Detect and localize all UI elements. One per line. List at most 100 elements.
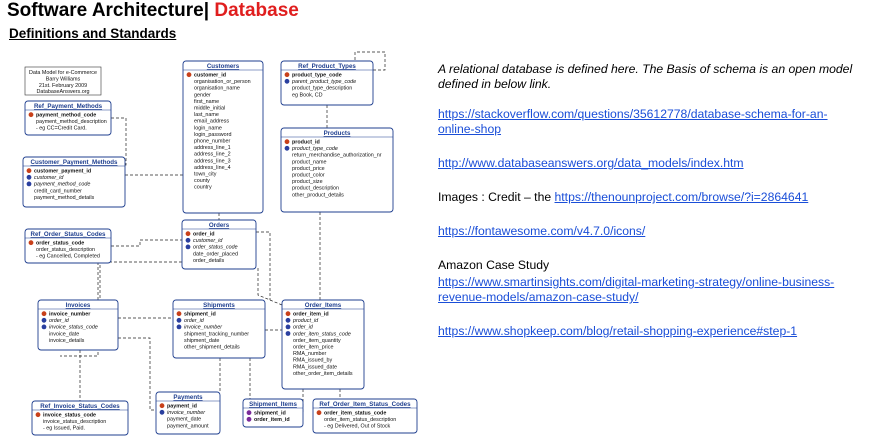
entity-field: payment_id: [167, 404, 197, 410]
entity-title: Ref_Product_Types: [298, 63, 356, 70]
entity-field: order_id: [293, 325, 314, 331]
entity-field: customer_id: [193, 238, 223, 244]
foreign-key-icon: [41, 324, 47, 330]
entity-group: Customers customer_id organisation_or_pers…: [22, 60, 418, 436]
entity-field: order_status_description: [36, 247, 95, 253]
title-accent: Database: [214, 0, 299, 21]
title-main: Software Architecture|: [7, 0, 215, 21]
entity-field: eg Book, CD: [292, 92, 323, 98]
entity-customers: Customerscustomer_idorganisation_or_pers…: [182, 60, 264, 214]
primary-key-icon: [186, 72, 192, 78]
foreign-key-icon: [41, 317, 47, 323]
entity-field: order_id: [193, 232, 215, 238]
entity-field: credit_card_number: [34, 188, 82, 194]
entity-box: [24, 100, 112, 136]
entity-ref-order-status-codes: Ref_Order_Status_Codesorder_status_codeo…: [24, 228, 112, 264]
link-databaseanswers[interactable]: http://www.databaseanswers.org/data_mode…: [438, 156, 744, 170]
primary-key-icon: [176, 311, 182, 317]
entity-field: organisation_name: [194, 86, 240, 92]
primary-key-icon: [284, 72, 290, 78]
entity-field: shipment_date: [184, 338, 219, 344]
entity-field: payment_amount: [167, 423, 209, 429]
entity-field: order_id: [184, 318, 205, 324]
entity-field: product_size: [292, 179, 323, 185]
entity-field: RMA_issued_date: [293, 364, 337, 370]
entity-field: payment_method_description: [36, 119, 107, 125]
entity-shipments: Shipmentsshipment_idorder_idinvoice_numb…: [172, 299, 266, 359]
entity-title: Customers: [207, 63, 240, 70]
link-shopkeep[interactable]: https://www.shopkeep.com/blog/retail-sho…: [438, 324, 798, 338]
entity-field: invoice_number: [49, 312, 91, 318]
entity-field: invoice_details: [49, 338, 85, 344]
entity-field: order_details: [193, 258, 224, 264]
primary-key-icon: [159, 403, 165, 409]
entity-field: - eg Delivered, Out of Stock: [324, 424, 391, 430]
entity-field: product_type_description: [292, 86, 352, 92]
entity-title: Ref_Order_Status_Codes: [31, 231, 107, 238]
entity-title: Orders: [209, 222, 230, 229]
primary-key-icon: [284, 139, 290, 145]
link-smartinsights[interactable]: https://www.smartinsights.com/digital-ma…: [438, 275, 835, 304]
entity-field: invoice_status_description: [43, 419, 106, 425]
entity-field: order_item_id: [254, 417, 290, 423]
link-nounproject[interactable]: https://thenounproject.com/browse/?i=286…: [554, 190, 809, 204]
link-stackoverflow[interactable]: https://stackoverflow.com/questions/3561…: [438, 107, 828, 136]
entity-box: [281, 299, 365, 390]
foreign-key-icon: [284, 145, 290, 151]
entity-ref-payment-methods: Ref_Payment_Methodspayment_method_codepa…: [24, 100, 112, 136]
entity-box: [280, 60, 374, 106]
entity-box: [31, 400, 129, 436]
entity-box: [155, 391, 221, 435]
primary-key-icon: [28, 112, 34, 118]
entity-field: order_item_status_code: [293, 331, 351, 337]
entity-field: organisation_or_person: [194, 79, 251, 85]
note-line: Barry Williams: [46, 76, 81, 82]
relationship-line: [111, 239, 182, 247]
entity-field: order_item_status_code: [324, 411, 386, 417]
entity-field: date_order_placed: [193, 251, 238, 257]
note-box-frame: [24, 66, 102, 96]
entity-field: address_line_3: [194, 158, 231, 164]
link-fontawesome[interactable]: https://fontawesome.com/v4.7.0/icons/: [438, 224, 646, 238]
relationship-line: [354, 51, 386, 71]
entity-field: last_name: [194, 112, 219, 118]
entity-box: [172, 299, 266, 359]
entity-field: order_item_price: [293, 345, 333, 351]
entity-field: product_name: [292, 159, 326, 165]
entity-field: payment_method_details: [34, 195, 95, 201]
entity-orders: Ordersorder_idcustomer_idorder_status_co…: [181, 219, 257, 270]
entity-box: [242, 398, 304, 428]
foreign-key-icon: [185, 244, 191, 250]
slide-title: Software Architecture| Database: [7, 0, 299, 22]
entity-field: shipment_tracking_number: [184, 331, 249, 337]
foreign-key-icon: [26, 174, 32, 180]
entity-field: parent_product_type_code: [291, 79, 356, 85]
entity-title: Shipment_Items: [249, 401, 297, 408]
entity-box: [24, 228, 112, 264]
foreign-key-icon: [26, 181, 32, 187]
entity-field: - eg Issued, Paid.: [43, 426, 85, 432]
entity-field: address_line_4: [194, 165, 231, 171]
entity-box: [280, 127, 394, 213]
entity-field: first_name: [194, 99, 219, 105]
primary-key-icon: [41, 311, 47, 317]
entity-title: Ref_Order_Item_Status_Codes: [319, 401, 411, 408]
note-line: DatabaseAnswers.org: [36, 89, 89, 95]
entity-order-items: Order_Itemsorder_item_idproduct_idorder_…: [281, 299, 365, 390]
entity-field: payment_method_code: [33, 182, 90, 188]
entity-ref-product-types: Ref_Product_Typesproduct_type_codeparent…: [280, 60, 374, 106]
entity-title: Shipments: [203, 302, 235, 309]
content-panel: A relational database is defined here. T…: [438, 62, 863, 358]
entity-field: invoice_number: [184, 325, 222, 331]
entity-box: [181, 219, 257, 270]
entity-field: return_merchandise_authorization_nr: [292, 153, 382, 159]
entity-box: [312, 398, 418, 434]
entity-field: product_type_code: [291, 146, 338, 152]
entity-field: country: [194, 185, 212, 191]
entity-field: county: [194, 178, 210, 184]
images-credit-label: Images : Credit – the: [438, 190, 555, 204]
entity-field: order_item_id: [293, 312, 329, 318]
entity-field: payment_method_code: [36, 113, 96, 119]
entity-field: login_password: [194, 132, 231, 138]
